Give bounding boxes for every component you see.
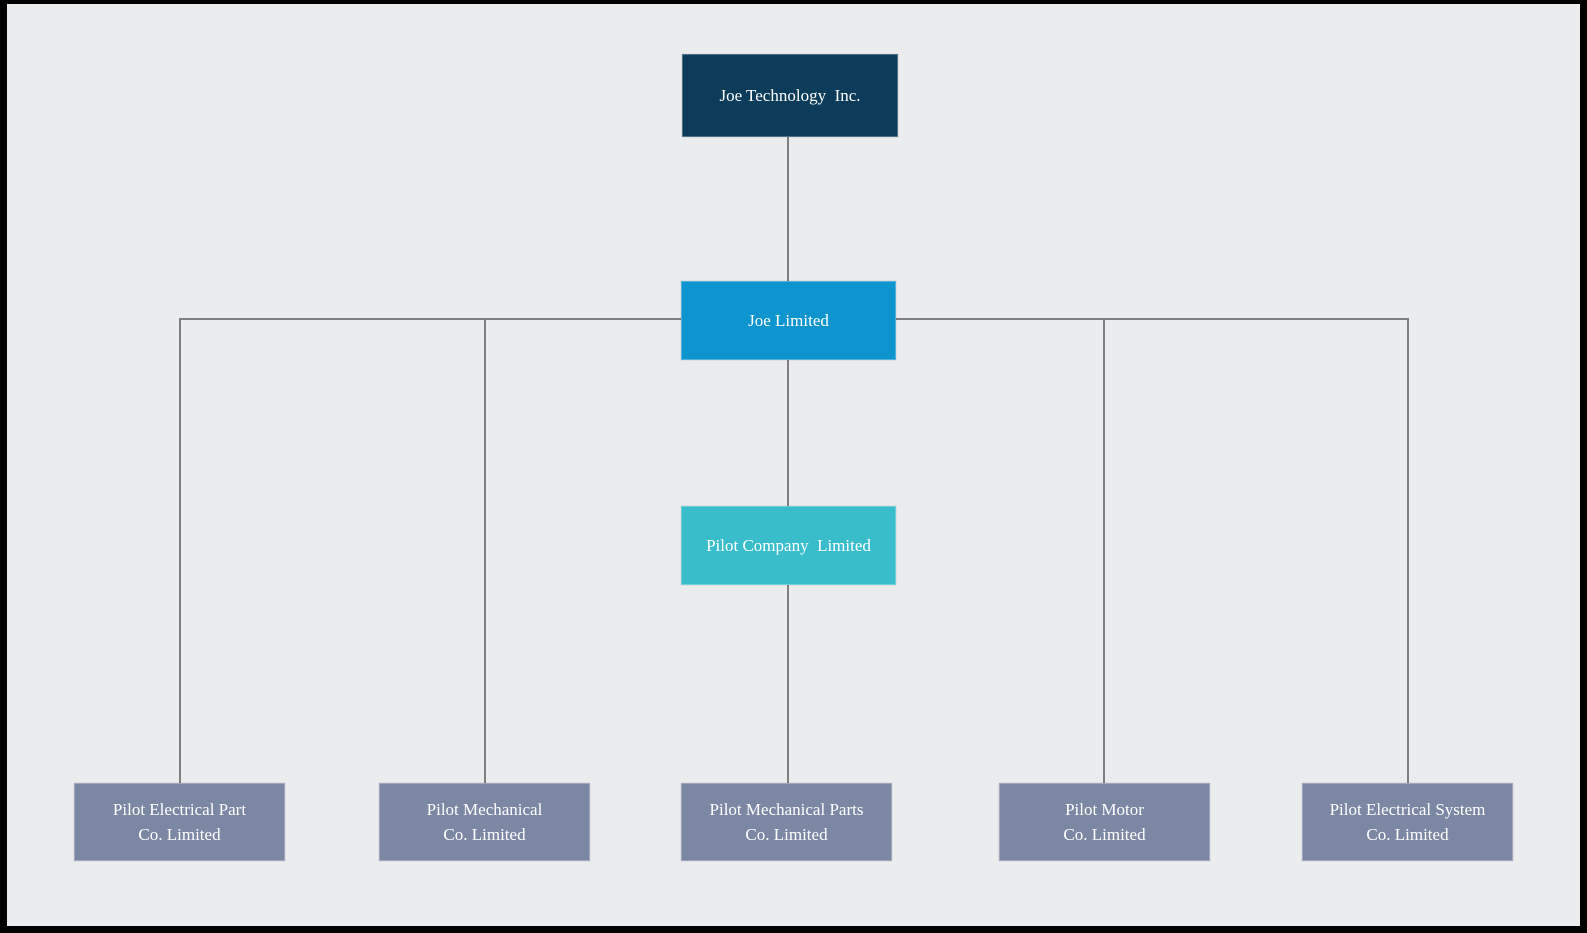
connector-bus-to-leaf-1 xyxy=(179,318,181,785)
org-node-label-line-1: Pilot Electrical System xyxy=(1329,800,1486,819)
org-node-label-line-1: Pilot Motor xyxy=(1065,800,1144,819)
org-node-pilot-electrical-system[interactable]: Pilot Electrical System Co. Limited xyxy=(1302,783,1513,861)
org-node-label-line-2: Co. Limited xyxy=(1063,825,1146,844)
diagram-canvas: Joe Technology Inc. Joe Limited Pilot Co… xyxy=(7,4,1580,926)
org-node-pilot-company-limited[interactable]: Pilot Company Limited xyxy=(681,506,896,585)
org-node-label-line-2: Co. Limited xyxy=(138,825,221,844)
connector-root-to-joe xyxy=(787,137,789,283)
org-node-joe-technology-inc[interactable]: Joe Technology Inc. xyxy=(682,54,898,137)
org-node-label-line-2: Co. Limited xyxy=(443,825,526,844)
org-node-pilot-motor[interactable]: Pilot Motor Co. Limited xyxy=(999,783,1210,861)
org-node-label-line-2: Co. Limited xyxy=(1366,825,1449,844)
connector-pilot-to-leaf-3 xyxy=(787,585,789,785)
org-node-pilot-mechanical-parts[interactable]: Pilot Mechanical Parts Co. Limited xyxy=(681,783,892,861)
connector-bus-to-leaf-5 xyxy=(1407,318,1409,785)
org-node-label-line-2: Co. Limited xyxy=(745,825,828,844)
org-node-label-line-1: Pilot Electrical Part xyxy=(112,800,247,819)
org-node-pilot-mechanical[interactable]: Pilot Mechanical Co. Limited xyxy=(379,783,590,861)
org-node-label-line-1: Pilot Mechanical Parts xyxy=(709,800,864,819)
org-node-label: Joe Technology Inc. xyxy=(719,86,861,105)
connector-bus-to-leaf-2 xyxy=(484,318,486,785)
org-node-label: Pilot Company Limited xyxy=(706,536,871,555)
connector-joe-to-pilot xyxy=(787,360,789,508)
org-node-label-line-1: Pilot Mechanical xyxy=(426,800,543,819)
connector-bus-to-leaf-4 xyxy=(1103,318,1105,785)
org-node-label: Joe Limited xyxy=(748,311,829,330)
org-node-pilot-electrical-part[interactable]: Pilot Electrical Part Co. Limited xyxy=(74,783,285,861)
org-node-joe-limited[interactable]: Joe Limited xyxy=(681,281,896,360)
